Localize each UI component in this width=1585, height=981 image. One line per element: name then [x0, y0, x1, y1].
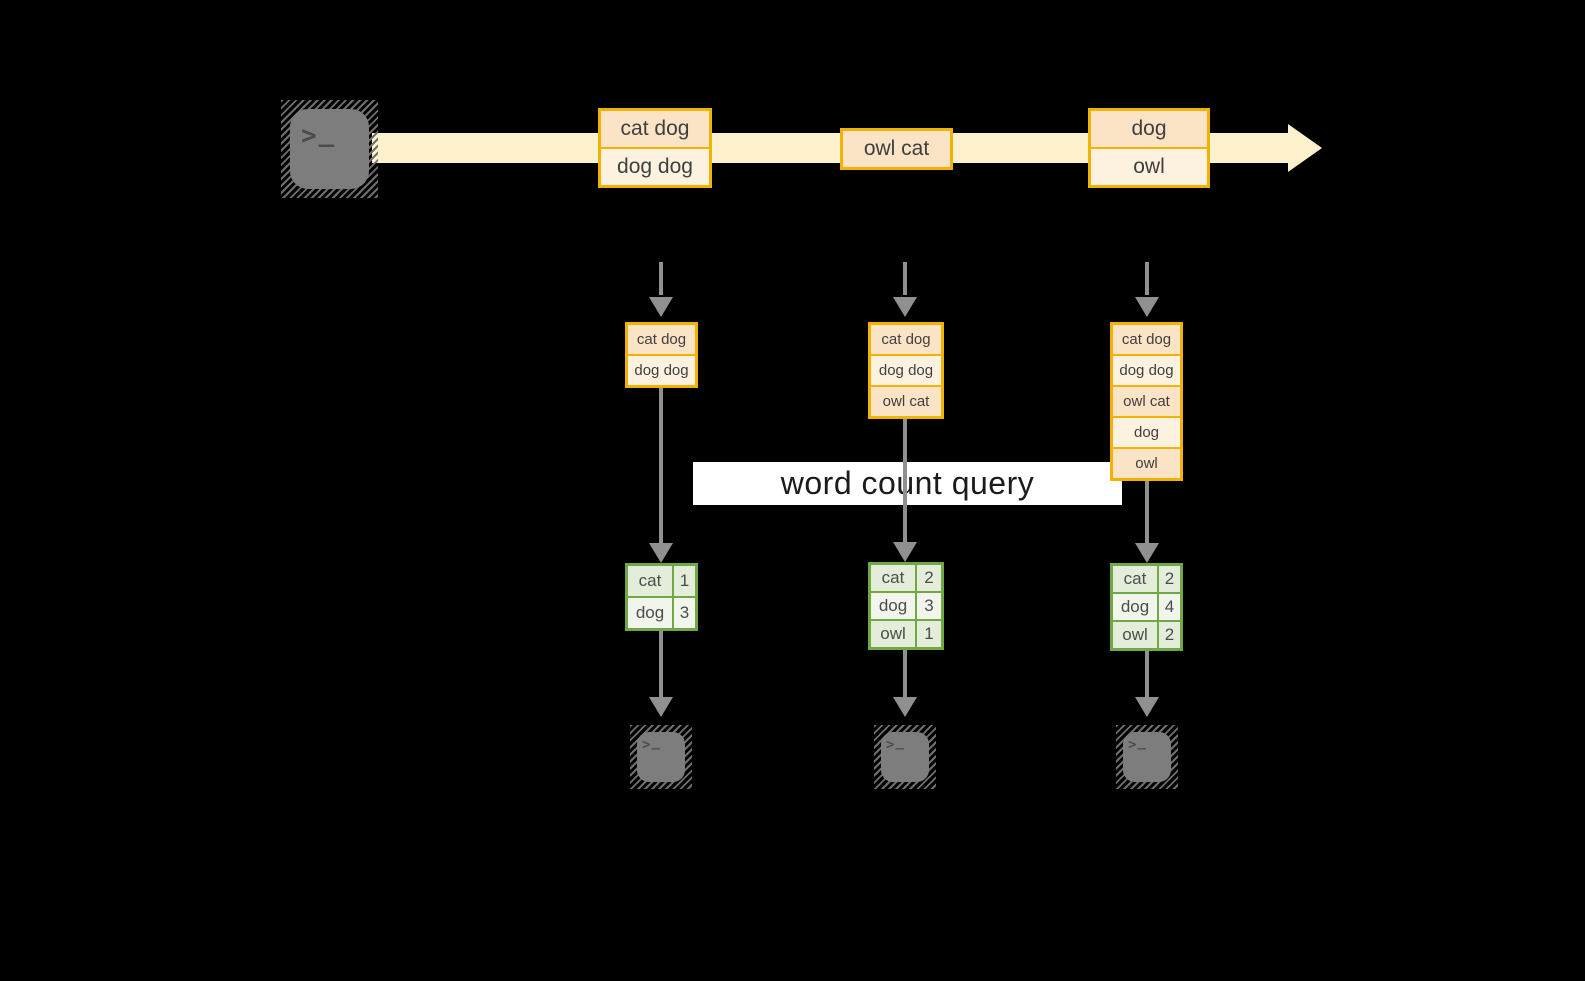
result-count: 3	[917, 593, 941, 619]
terminal-body	[637, 732, 685, 782]
query-label-box: word count query	[693, 462, 1122, 505]
prompt-cursor: _	[318, 118, 337, 148]
sink-terminal-icon: > _	[874, 725, 936, 789]
result-count: 2	[1159, 566, 1180, 592]
result-count: 2	[917, 565, 941, 591]
input-row: owl	[1113, 449, 1180, 478]
query-arrow-line	[659, 388, 663, 545]
prompt-cursor: _	[895, 734, 905, 750]
terminal-prompt-glyph: > _	[1128, 734, 1147, 753]
prompt-cursor: _	[1137, 734, 1147, 750]
sink-arrow-head	[649, 697, 673, 717]
query-arrow-line	[903, 419, 907, 542]
prompt-cursor: _	[651, 734, 661, 750]
input-stream-arrowhead	[1288, 124, 1322, 172]
input-row: owl cat	[1113, 387, 1180, 416]
result-word: cat	[628, 566, 672, 596]
stream-batch-2-records: owl cat	[840, 128, 953, 170]
input-row: cat dog	[628, 325, 695, 354]
result-count: 3	[674, 598, 695, 628]
input-table-2: cat dog dog dog owl cat	[868, 322, 944, 419]
input-table-1: cat dog dog dog	[625, 322, 698, 388]
sink-arrow-line	[659, 631, 663, 697]
input-row: dog	[1113, 418, 1180, 447]
input-row: dog dog	[628, 356, 695, 385]
terminal-body	[1123, 732, 1171, 782]
sink-arrow-line	[903, 650, 907, 697]
sink-terminal-icon: > _	[1116, 725, 1178, 789]
result-word: cat	[871, 565, 915, 591]
stream-record: dog dog	[601, 149, 709, 185]
sink-arrow-head	[893, 697, 917, 717]
sink-arrow-head	[1135, 697, 1159, 717]
prompt-chevron: >	[642, 737, 652, 753]
result-word: dog	[1113, 594, 1157, 620]
result-count: 1	[917, 621, 941, 647]
terminal-prompt-glyph: > _	[886, 734, 905, 753]
stream-batch-1-records: cat dog dog dog	[598, 108, 712, 188]
result-table-1: cat 1 dog 3	[625, 563, 698, 631]
sink-terminal-icon: > _	[630, 725, 692, 789]
dashed-arrow-head	[649, 297, 673, 317]
input-row: cat dog	[1113, 325, 1180, 354]
input-row: owl cat	[871, 387, 941, 416]
terminal-body	[881, 732, 929, 782]
stream-batch-3-records: dog owl	[1088, 108, 1210, 188]
result-word: owl	[1113, 622, 1157, 648]
prompt-chevron: >	[1128, 737, 1138, 753]
stream-record: owl	[1091, 149, 1207, 185]
dashed-arrow-line	[903, 262, 907, 295]
terminal-body	[290, 109, 369, 189]
stream-record: dog	[1091, 111, 1207, 147]
dashed-arrow-line	[1145, 262, 1149, 295]
source-terminal-icon: > _	[281, 100, 378, 198]
dashed-arrow-head	[893, 297, 917, 317]
result-word: owl	[871, 621, 915, 647]
query-label: word count query	[780, 465, 1035, 501]
input-row: dog dog	[871, 356, 941, 385]
dashed-arrow-head	[1135, 297, 1159, 317]
query-arrow-line	[1145, 481, 1149, 543]
terminal-prompt-glyph: > _	[642, 734, 661, 753]
input-table-3: cat dog dog dog owl cat dog owl	[1110, 322, 1183, 481]
input-row: cat dog	[871, 325, 941, 354]
result-count: 1	[674, 566, 695, 596]
result-word: dog	[628, 598, 672, 628]
stream-record: cat dog	[601, 111, 709, 147]
input-row: dog dog	[1113, 356, 1180, 385]
result-count: 4	[1159, 594, 1180, 620]
result-word: dog	[871, 593, 915, 619]
query-arrow-head	[649, 543, 673, 563]
result-table-2: cat 2 dog 3 owl 1	[868, 562, 944, 650]
query-arrow-head	[893, 542, 917, 562]
dashed-arrow-line	[659, 262, 663, 295]
prompt-chevron: >	[301, 121, 319, 151]
terminal-prompt-glyph: > _	[301, 118, 336, 151]
result-word: cat	[1113, 566, 1157, 592]
result-table-3: cat 2 dog 4 owl 2	[1110, 563, 1183, 651]
prompt-chevron: >	[886, 737, 896, 753]
result-count: 2	[1159, 622, 1180, 648]
stream-record: owl cat	[843, 131, 950, 167]
sink-arrow-line	[1145, 648, 1149, 697]
query-arrow-head	[1135, 543, 1159, 563]
